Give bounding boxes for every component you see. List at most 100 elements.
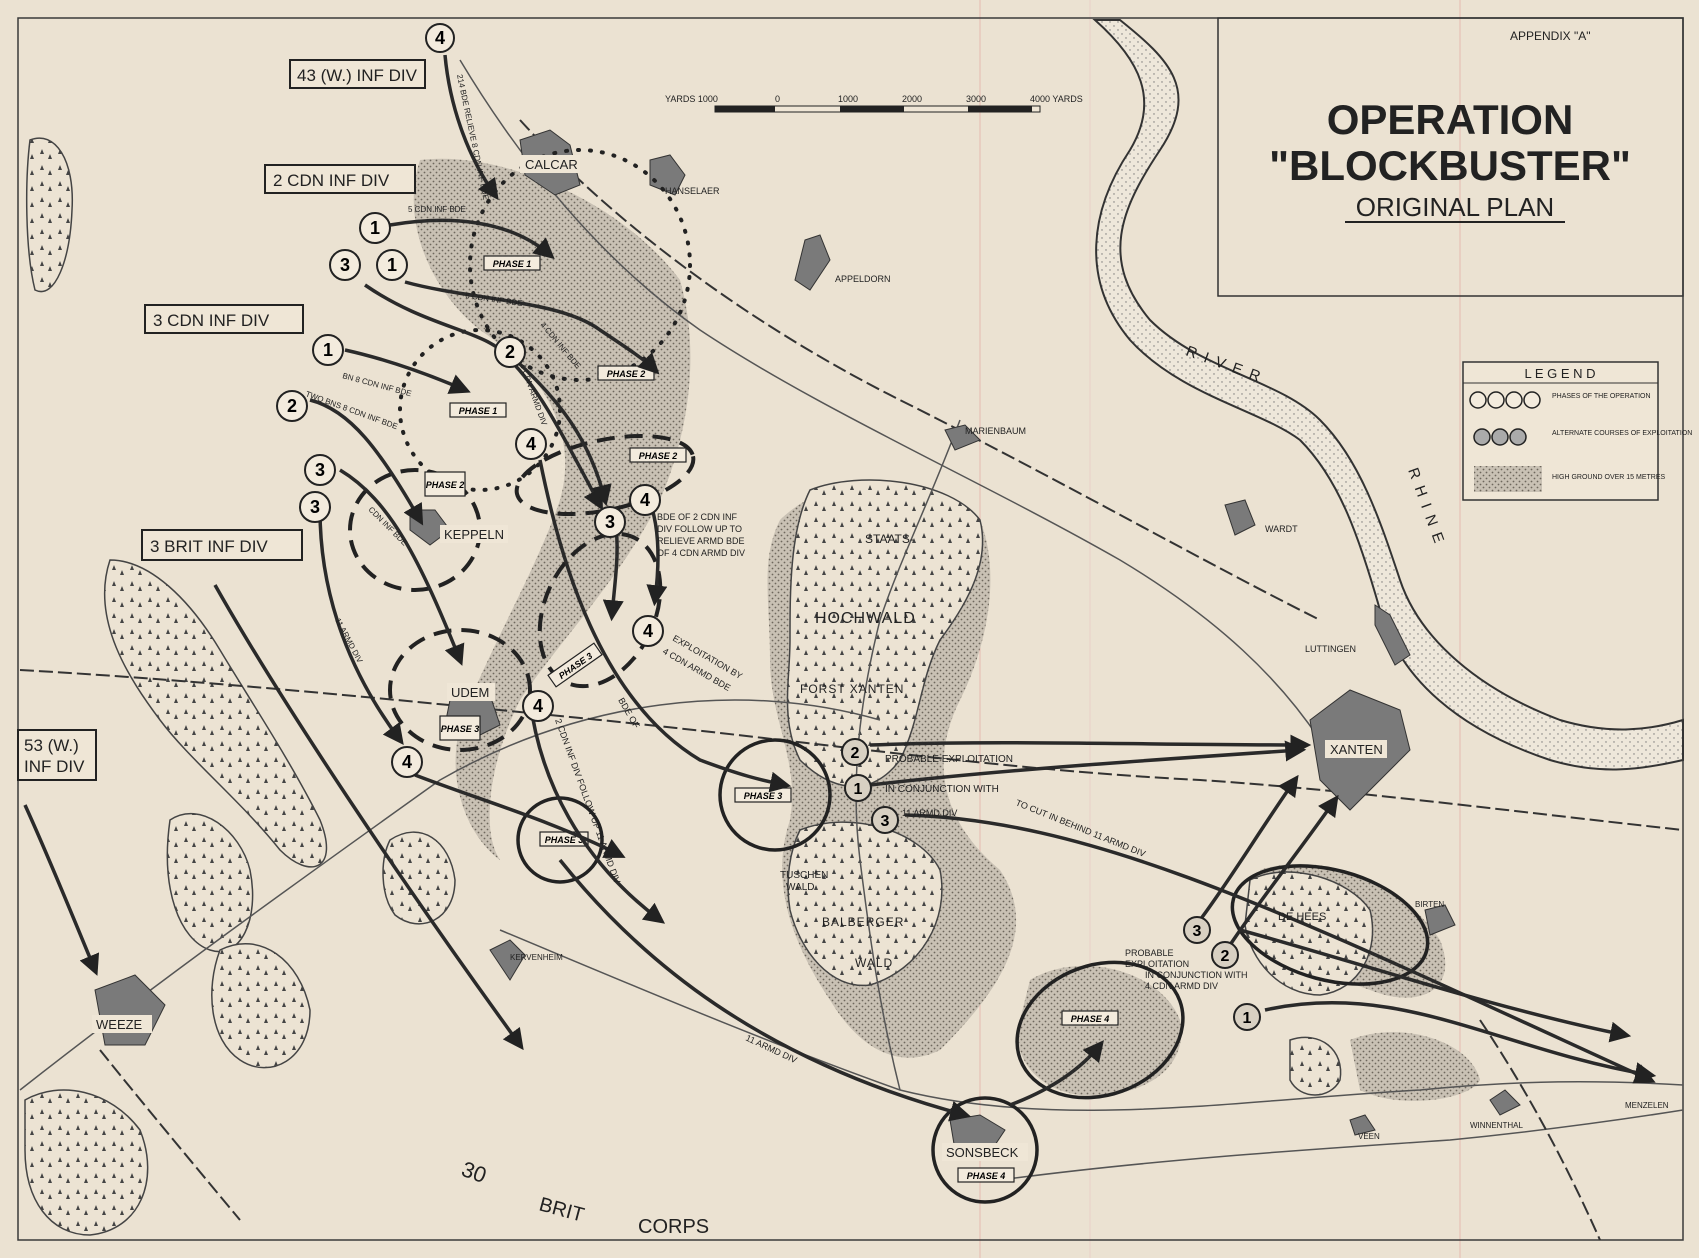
svg-text:2: 2 (851, 745, 860, 762)
division-2-cdn: 2 CDN INF DIV (264, 164, 416, 194)
town-wardt (1224, 499, 1256, 536)
arrow-phase4-armd (528, 699, 666, 924)
svg-text:4: 4 (435, 28, 445, 48)
place-wardt: WARDT (1265, 524, 1298, 534)
town-veen (1349, 1114, 1376, 1136)
arrow-alt1 (1264, 1000, 1657, 1083)
map-border (17, 17, 1684, 1241)
arrow-alt3 (1198, 774, 1299, 922)
place-tuschen-wald: WALD (786, 882, 815, 893)
phase-3-objective-udem (388, 628, 532, 752)
title-line3: ORIGINAL PLAN (1356, 192, 1554, 222)
svg-text:PROBABLE: PROBABLE (1125, 948, 1174, 958)
phase-tag: PHASE 4 (957, 1167, 1015, 1183)
svg-text:RELIEVE ARMD BDE: RELIEVE ARMD BDE (657, 536, 745, 546)
town-winnenthal (1489, 1089, 1521, 1116)
title-block: APPENDIX "A" OPERATION "BLOCKBUSTER" ORI… (1217, 17, 1684, 297)
place-weeze: WEEZE (96, 1017, 143, 1032)
svg-text:EXPLOITATION: EXPLOITATION (1125, 959, 1189, 969)
arrow-6-bde (404, 280, 660, 375)
place-veen: VEEN (1358, 1132, 1380, 1141)
phase-marker-3: 3 (304, 454, 336, 486)
svg-text:PHASE 3: PHASE 3 (441, 724, 480, 734)
arrow-3-brit (213, 584, 524, 1051)
phase-marker-1: 1 (359, 212, 391, 244)
arrow-5-bde (389, 218, 555, 260)
phase-tag: PHASE 2 (629, 447, 687, 463)
phase-tag: PHASE 1 (449, 402, 507, 418)
road (499, 929, 1684, 1111)
wood-southwest (24, 1089, 149, 1236)
svg-text:4000 YARDS: 4000 YARDS (1030, 94, 1083, 104)
svg-text:PHASE 2: PHASE 2 (607, 369, 646, 379)
svg-text:2: 2 (505, 342, 515, 362)
svg-text:4: 4 (643, 621, 653, 641)
alternate-marker-1: 1 (844, 774, 872, 802)
title-line2: "BLOCKBUSTER" (1269, 142, 1631, 189)
high-ground-sonsbeck (1018, 965, 1182, 1096)
phase-marker-4: 4 (425, 23, 455, 53)
svg-text:1: 1 (387, 255, 397, 275)
place-menzelen: MENZELEN (1625, 1101, 1669, 1110)
place-hochwald: HOCHWALD (815, 610, 916, 627)
svg-text:INF DIV: INF DIV (24, 757, 85, 776)
phase-4-objective-sonsbeck (931, 1096, 1039, 1204)
svg-text:3: 3 (1193, 923, 1202, 940)
legend-title: L E G E N D (1524, 366, 1595, 381)
svg-text:BDE OF 2 CDN INF: BDE OF 2 CDN INF (657, 512, 738, 522)
road (999, 1109, 1684, 1181)
svg-text:PHASE 4: PHASE 4 (1071, 1014, 1110, 1024)
arrow-de-hees (1239, 928, 1632, 1043)
arrow-43-div-phase4 (443, 54, 499, 201)
svg-text:1000: 1000 (838, 94, 858, 104)
phase-marker-3: 3 (594, 506, 626, 538)
division-3-brit: 3 BRIT INF DIV (141, 529, 303, 561)
place-kervenheim: KERVENHEIM (510, 953, 563, 962)
svg-text:IN CONJUNCTION WITH: IN CONJUNCTION WITH (1145, 970, 1248, 980)
division-43: 43 (W.) INF DIV (289, 59, 426, 89)
phase-objective-de-hees (1230, 864, 1430, 986)
alternate-marker-3: 3 (871, 806, 899, 834)
alternate-marker-1: 1 (1233, 1003, 1261, 1031)
town-birten (1424, 904, 1456, 936)
town-appeldorn (794, 234, 831, 291)
phase-marker-4: 4 (629, 484, 661, 516)
svg-text:CORPS: CORPS (638, 1216, 709, 1238)
arrow-3-brit-phase3 (318, 509, 404, 746)
svg-text:1: 1 (323, 340, 333, 360)
legend-alternate-text: ALTERNATE COURSES OF EXPLOITATION (1552, 430, 1692, 437)
place-calcar: CALCAR (525, 157, 578, 172)
phase-tag: PHASE 3 (734, 787, 792, 803)
place-hanselaer: HANSELAER (665, 186, 720, 196)
svg-text:3: 3 (315, 460, 325, 480)
svg-text:4: 4 (640, 490, 650, 510)
place-birten: BIRTEN (1415, 900, 1444, 909)
svg-text:PHASE 1: PHASE 1 (459, 406, 498, 416)
place-marienbaum: MARIENBAUM (965, 426, 1026, 436)
phase-marker-4: 4 (515, 428, 547, 460)
place-xanten: XANTEN (1330, 742, 1383, 757)
legend-phases-text: PHASES OF THE OPERATION (1552, 393, 1651, 400)
svg-text:3: 3 (605, 512, 615, 532)
place-appeldorn: APPELDORN (835, 274, 891, 284)
place-de-hees: DE HEES (1278, 911, 1326, 923)
division-3-cdn: 3 CDN INF DIV (144, 304, 304, 334)
title-line1: OPERATION (1327, 96, 1574, 143)
svg-text:DIV FOLLOW UP TO: DIV FOLLOW UP TO (657, 524, 742, 534)
svg-text:1: 1 (370, 218, 380, 238)
svg-text:53 (W.): 53 (W.) (24, 736, 79, 755)
svg-text:3: 3 (310, 497, 320, 517)
phase-marker-3: 3 (299, 491, 331, 523)
svg-text:4: 4 (526, 434, 536, 454)
phase-tag: PHASE 3 (439, 715, 481, 741)
town-hanselaer (649, 154, 686, 196)
place-luttingen: LUTTINGEN (1305, 644, 1356, 654)
phase-marker-4: 4 (632, 615, 664, 647)
place-sonsbeck: SONSBECK (946, 1145, 1019, 1160)
phase-marker-1: 1 (312, 334, 344, 366)
svg-text:3 BRIT INF DIV: 3 BRIT INF DIV (150, 537, 268, 556)
phase-marker-3: 3 (329, 249, 361, 281)
arrow-phase4-exploit (538, 459, 792, 793)
